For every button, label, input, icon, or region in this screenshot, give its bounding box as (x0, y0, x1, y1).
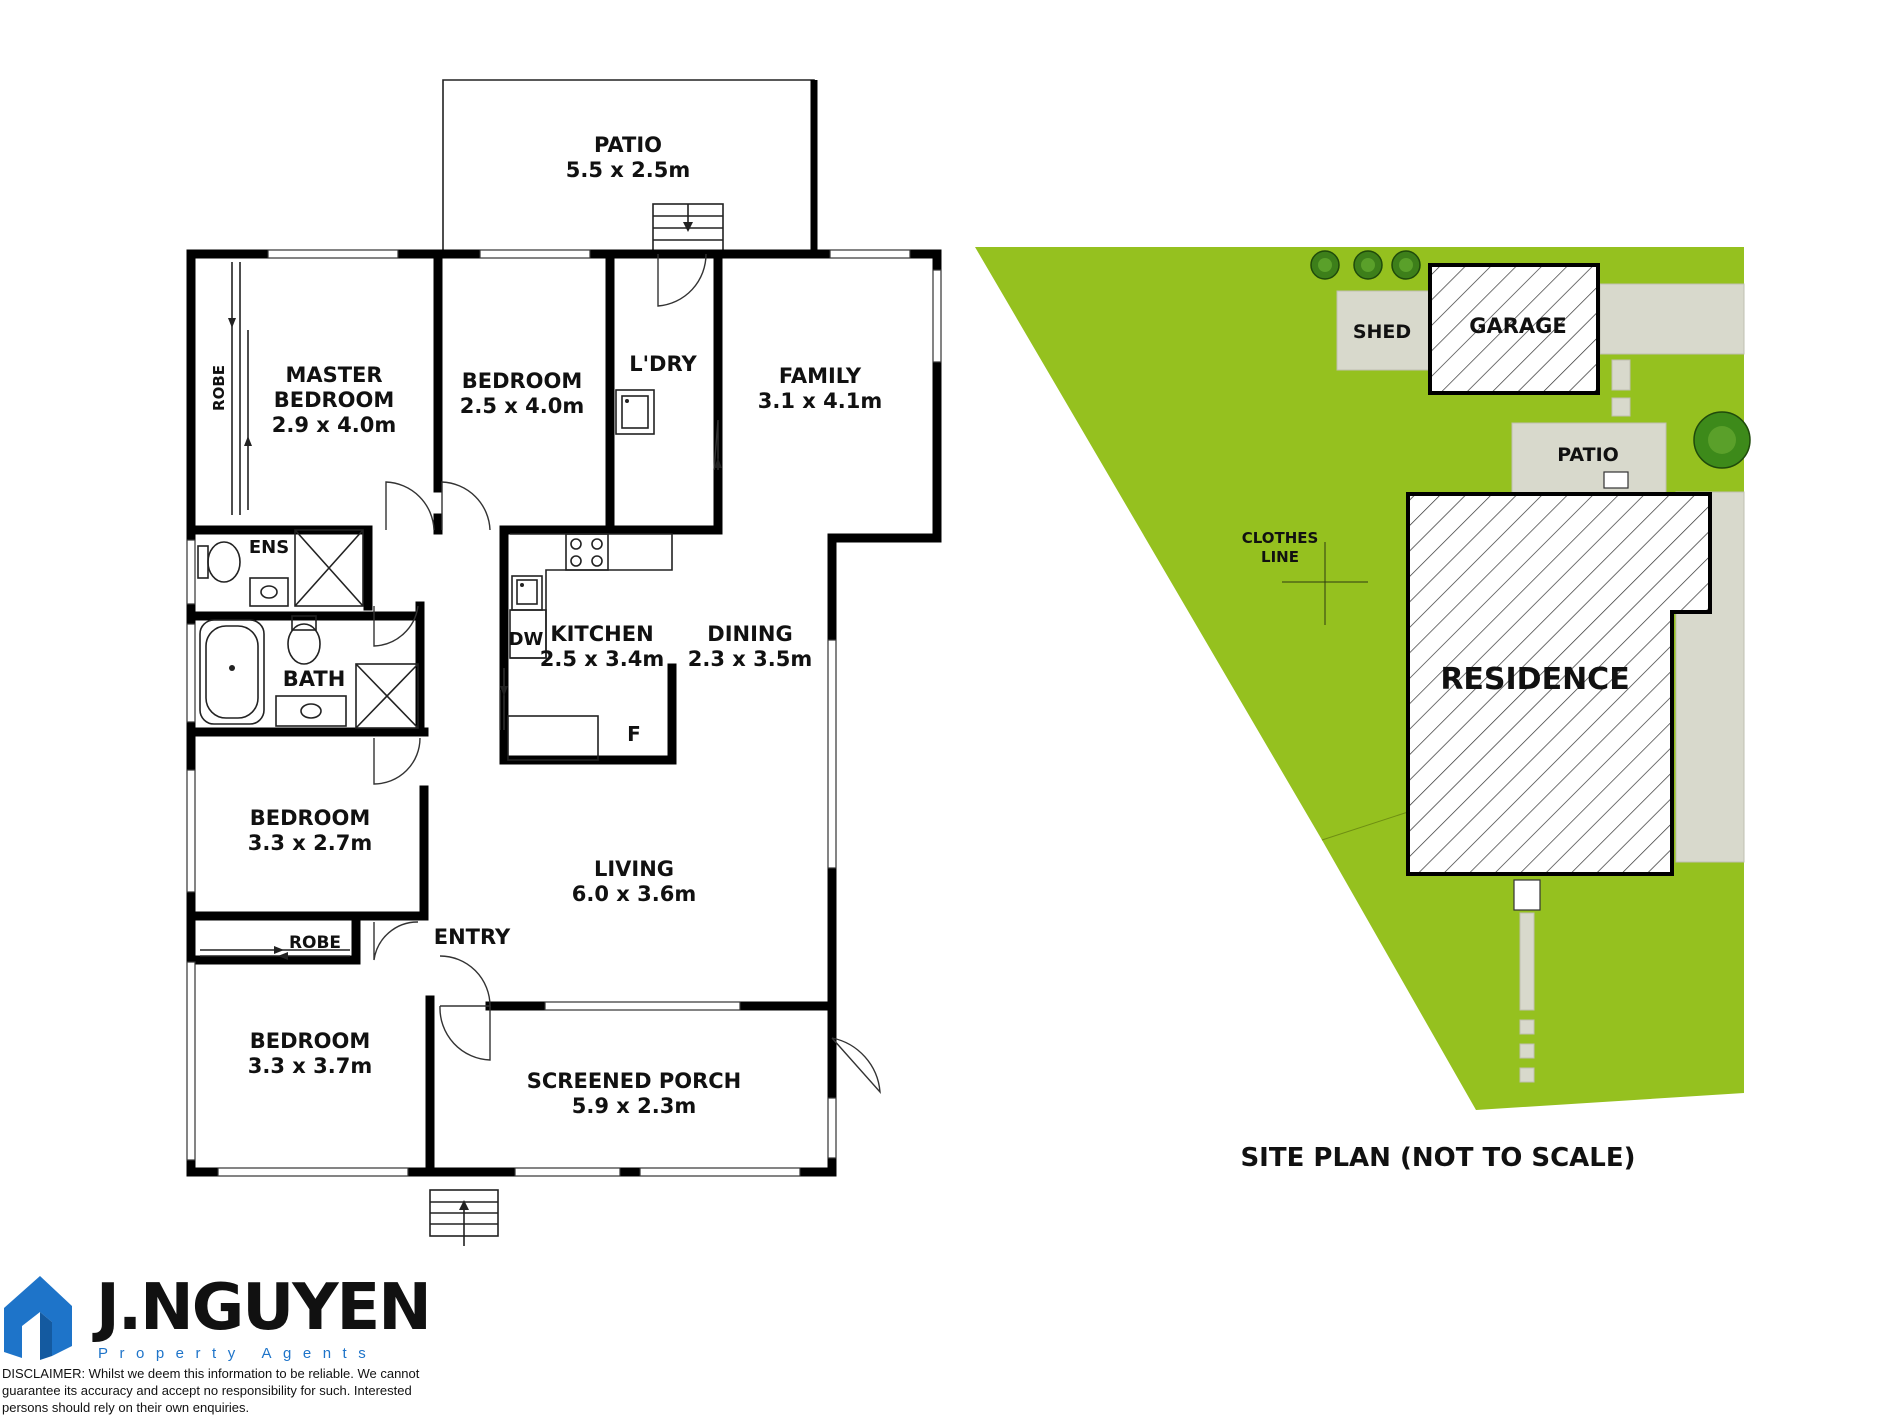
windows (186, 249, 942, 1177)
ensuite-label: ENS (249, 537, 289, 558)
bedroom4-robe-label: ROBE (289, 933, 341, 953)
doors (373, 253, 881, 1095)
family-dims: 3.1 x 4.1m (758, 389, 882, 413)
living-dims: 6.0 x 3.6m (572, 882, 696, 906)
master-robe-label: ROBE (210, 365, 228, 411)
screened-porch-dims: 5.9 x 2.3m (572, 1094, 696, 1118)
entry-steps (429, 1189, 499, 1246)
stepping-stone-2 (1519, 1043, 1535, 1059)
front-step (1513, 879, 1541, 911)
shed-label: SHED (1353, 321, 1411, 343)
driveway-top (1599, 283, 1745, 355)
bedroom-3-dims: 3.3 x 2.7m (248, 831, 372, 855)
path-block-1 (1611, 359, 1631, 391)
site-plan-caption: SITE PLAN (NOT TO SCALE) (1240, 1143, 1635, 1173)
bedroom4-robe (200, 946, 350, 960)
laundry-tub (615, 389, 655, 435)
disclaimer-text: DISCLAIMER: Whilst we deem this informat… (2, 1366, 420, 1415)
clothes-line-label-1: CLOTHES (1242, 529, 1319, 547)
exterior-walls (186, 249, 942, 1177)
master-robe-doors (228, 262, 252, 515)
dining-label: DINING (707, 622, 792, 646)
house-logo-icon (4, 1276, 72, 1358)
bedroom-4-label: BEDROOM (250, 1029, 371, 1053)
master-bedroom-dims: 2.9 x 4.0m (272, 413, 396, 437)
ensuite-fixtures (197, 529, 364, 607)
patio-dims: 5.5 x 2.5m (566, 158, 690, 182)
site-plan: SHED GARAGE PATIO CLOTHES LINE RESIDENCE… (975, 247, 1751, 1173)
patio-pad (1511, 422, 1667, 496)
laundry-label: L'DRY (629, 352, 697, 376)
patio-label: PATIO (594, 133, 662, 157)
bedroom-4-dims: 3.3 x 3.7m (248, 1054, 372, 1078)
site-patio-label: PATIO (1557, 444, 1619, 466)
entry-label: ENTRY (434, 925, 511, 949)
residence-label: RESIDENCE (1440, 662, 1629, 697)
shed (1336, 290, 1435, 371)
stepping-stone-1 (1519, 1019, 1535, 1035)
fridge-label: F (627, 722, 641, 746)
residence (1406, 492, 1712, 876)
patio-steps (652, 203, 724, 255)
garage (1428, 263, 1600, 395)
brand-logo (4, 1276, 72, 1360)
bath-label: BATH (283, 667, 346, 691)
family-label: FAMILY (779, 364, 862, 388)
master-bedroom-label-2: BEDROOM (274, 388, 395, 412)
back-step (1603, 471, 1629, 489)
kitchen-label: KITCHEN (550, 622, 653, 646)
bedroom-2-label: BEDROOM (462, 369, 583, 393)
kitchen-fixtures (507, 533, 673, 761)
floor-plan: PATIO 5.5 x 2.5m MASTER BEDROOM 2.9 x 4.… (186, 79, 942, 1246)
bedroom-2-dims: 2.5 x 4.0m (460, 394, 584, 418)
front-path (1519, 912, 1535, 1011)
brand-name: J.NGUYEN (96, 1271, 432, 1345)
boundary-line (1321, 811, 1409, 841)
clothes-line-symbol (1282, 542, 1368, 625)
screened-porch-label: SCREENED PORCH (527, 1069, 741, 1093)
master-bedroom-label-1: MASTER (285, 363, 382, 387)
dishwasher-label: DW (509, 629, 544, 650)
bath-fixtures (199, 615, 419, 729)
bedroom-3-label: BEDROOM (250, 806, 371, 830)
dining-dims: 2.3 x 3.5m (688, 647, 812, 671)
stepping-stone-3 (1519, 1067, 1535, 1083)
interior-walls (186, 249, 837, 1177)
clothes-line-label-2: LINE (1261, 548, 1299, 566)
brand-subtitle: Property Agents (98, 1345, 378, 1362)
kitchen-dims: 2.5 x 3.4m (540, 647, 664, 671)
tree-icon (1310, 250, 1751, 469)
path-block-2 (1611, 397, 1631, 417)
garage-label: GARAGE (1469, 314, 1567, 338)
living-label: LIVING (594, 857, 674, 881)
